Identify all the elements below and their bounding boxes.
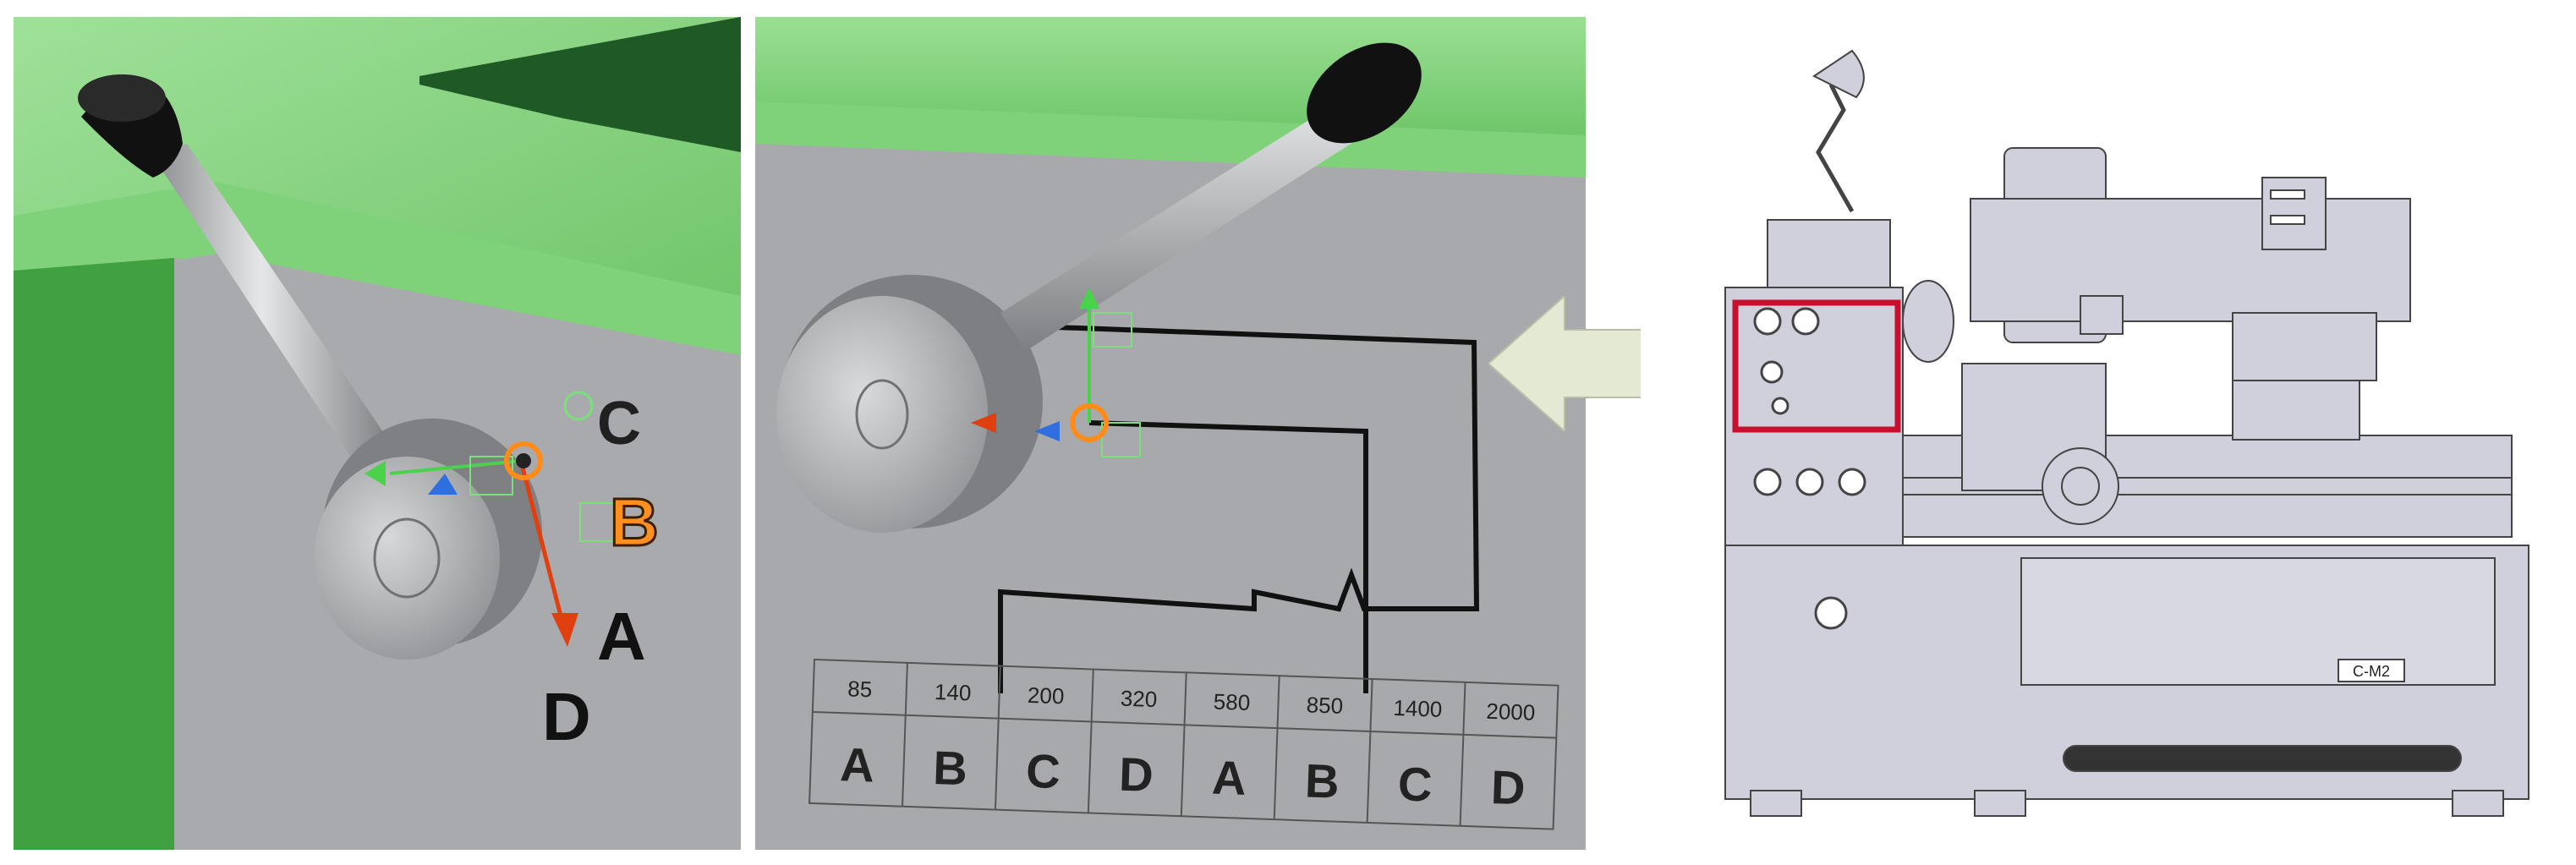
lever-handle-cap-mid bbox=[1307, 42, 1422, 144]
col-divider bbox=[1273, 676, 1280, 820]
col-divider bbox=[1180, 672, 1187, 817]
gizmo-plane-2 bbox=[579, 502, 619, 542]
machine-side-face bbox=[14, 258, 174, 850]
feed-knob-3 bbox=[1838, 468, 1866, 496]
gizmo-pivot-dot bbox=[516, 453, 531, 468]
col-divider bbox=[1087, 669, 1094, 813]
gizmo-green-arrow-mid bbox=[1079, 287, 1099, 309]
lever-boss-center bbox=[373, 517, 441, 599]
tailstock bbox=[2232, 312, 2377, 381]
label-a: A bbox=[597, 599, 646, 674]
chip-tray-grille bbox=[2063, 745, 2462, 772]
lever-rod-mid bbox=[1000, 101, 1364, 351]
col-divider bbox=[902, 662, 908, 807]
tailstock-base bbox=[2232, 380, 2360, 441]
gizmo-plane-mid-1 bbox=[1093, 312, 1132, 348]
speed-value: 850 bbox=[1306, 692, 1343, 718]
dark-green-recess bbox=[419, 17, 741, 152]
lever-boss-face-mid bbox=[776, 296, 988, 533]
gizmo-blue-arrow-mid bbox=[1034, 421, 1060, 441]
foot bbox=[2452, 790, 2504, 817]
position-letter: D bbox=[1490, 760, 1526, 814]
col-divider bbox=[1366, 678, 1373, 823]
lever-speed-scene: 85 140 200 320 580 850 1400 2000 A B C D… bbox=[755, 17, 1586, 850]
col-divider bbox=[994, 665, 1001, 810]
speed-value: 1400 bbox=[1393, 695, 1443, 722]
position-letter: A bbox=[839, 737, 875, 791]
lever-closeup-panel: C B A D bbox=[14, 17, 741, 850]
position-letter: D bbox=[1118, 747, 1154, 802]
gear-knob-3 bbox=[1760, 360, 1784, 384]
label-d: D bbox=[542, 679, 591, 754]
position-letter: C bbox=[1025, 744, 1061, 798]
gizmo-green-axis bbox=[389, 459, 522, 475]
spindle-switch bbox=[1814, 596, 1848, 630]
cabinet-door bbox=[2020, 557, 2496, 686]
wire-upper bbox=[998, 323, 1480, 693]
lever-speed-table-panel: 85 140 200 320 580 850 1400 2000 A B C D… bbox=[755, 17, 1586, 850]
control-box bbox=[2261, 177, 2327, 250]
position-letter: A bbox=[1211, 751, 1247, 805]
green-edge-band-mid bbox=[755, 101, 1586, 178]
gizmo-red-arrow-mid bbox=[971, 413, 996, 433]
gizmo-plane-mid-2 bbox=[1101, 422, 1141, 457]
speed-value: 580 bbox=[1213, 689, 1250, 715]
rear-casing bbox=[1970, 198, 2411, 322]
label-b: B bbox=[610, 485, 659, 560]
gizmo-blue-arrow bbox=[428, 474, 458, 495]
speed-value: 85 bbox=[847, 676, 873, 702]
gizmo-pivot-ring bbox=[504, 441, 543, 480]
highlight-box bbox=[1732, 299, 1901, 433]
lathe-overview-panel: C-M2 bbox=[1641, 17, 2571, 850]
feed-knob-1 bbox=[1753, 468, 1782, 496]
speed-value: 320 bbox=[1120, 686, 1157, 712]
lever-closeup-scene: C B A D bbox=[14, 17, 741, 850]
gizmo-red-axis bbox=[518, 460, 566, 627]
position-c-marker bbox=[563, 391, 594, 421]
nameplate-plate bbox=[2338, 659, 2405, 682]
apron-handwheel-hub bbox=[2061, 467, 2100, 506]
lathe-drawing: C-M2 bbox=[1724, 49, 2529, 817]
gear-knob-4 bbox=[1771, 397, 1789, 415]
tool-post bbox=[2080, 295, 2124, 335]
control-box-slot-1 bbox=[2270, 189, 2305, 200]
speed-value: 200 bbox=[1027, 682, 1064, 709]
position-letter: B bbox=[932, 741, 968, 795]
work-lamp-arm bbox=[1816, 83, 1855, 213]
wire-lower bbox=[1088, 420, 1368, 693]
lever-rod bbox=[153, 144, 394, 465]
nameplate-text: C-M2 bbox=[2353, 663, 2390, 680]
position-letter: B bbox=[1304, 753, 1340, 808]
gizmo-pivot-ring-mid bbox=[1070, 403, 1109, 442]
speed-value: 140 bbox=[934, 679, 972, 705]
gizmo-green-arrow bbox=[364, 461, 386, 486]
foot bbox=[1974, 790, 2026, 817]
position-letter: C bbox=[1397, 757, 1433, 811]
gear-knob-1 bbox=[1753, 307, 1782, 336]
gear-knob-2 bbox=[1791, 307, 1820, 336]
lever-cap-top bbox=[78, 74, 166, 122]
foot bbox=[1750, 790, 1802, 817]
speed-value: 2000 bbox=[1486, 698, 1536, 725]
speed-table-columns bbox=[902, 662, 1466, 826]
work-lamp-head bbox=[1812, 49, 1865, 99]
gizmo-red-arrow bbox=[551, 613, 578, 647]
speed-table: 85 140 200 320 580 850 1400 2000 A B C D… bbox=[808, 658, 1559, 830]
green-edge-band bbox=[14, 182, 741, 355]
label-c: C bbox=[597, 390, 641, 457]
lever-boss-center-mid bbox=[855, 379, 909, 450]
control-box-slot-2 bbox=[2270, 215, 2305, 225]
chuck bbox=[1902, 280, 1954, 363]
lever-boss-face bbox=[314, 457, 500, 660]
feed-knob-2 bbox=[1795, 468, 1824, 496]
col-divider bbox=[1459, 682, 1466, 826]
